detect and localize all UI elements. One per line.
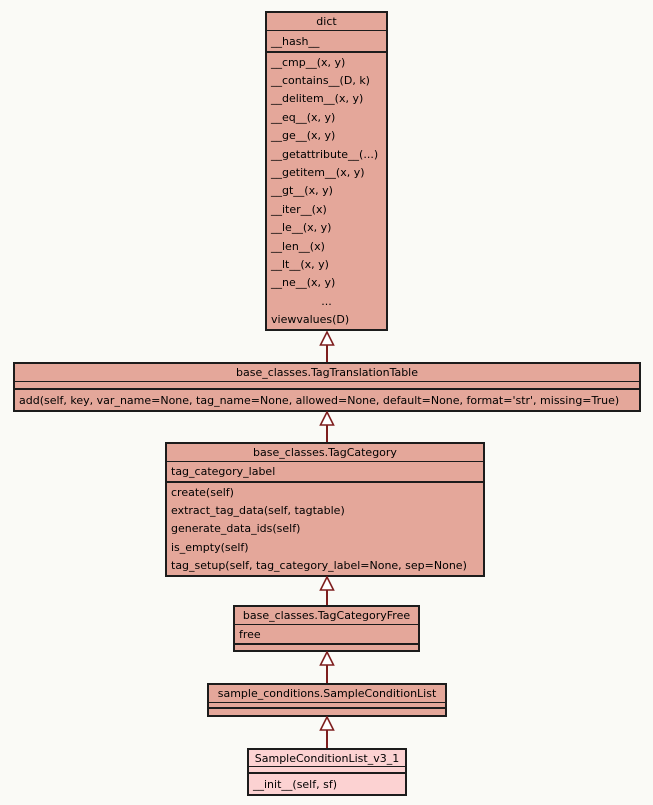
empty-methods-compartment bbox=[209, 709, 445, 715]
method-label: __ne__(x, y) bbox=[271, 276, 336, 290]
empty-methods-compartment bbox=[235, 645, 418, 650]
method-label: __getitem__(x, y) bbox=[271, 166, 365, 180]
method-label: __contains__(D, k) bbox=[271, 74, 370, 88]
method-label: __cmp__(x, y) bbox=[271, 55, 346, 69]
method-label: __eq__(x, y) bbox=[271, 110, 336, 124]
method-label: extract_tag_data(self, tagtable) bbox=[171, 504, 345, 518]
class-box-tagcategoryfree[interactable]: base_classes.TagCategoryFree free bbox=[233, 605, 420, 652]
method-label: viewvalues(D) bbox=[271, 313, 350, 327]
class-title: dict bbox=[267, 13, 386, 31]
class-title: SampleConditionList_v3_1 bbox=[249, 750, 405, 767]
class-box-tagtranslationtable[interactable]: base_classes.TagTranslationTable add(sel… bbox=[13, 362, 641, 412]
method-label: __getattribute__(...) bbox=[271, 147, 379, 161]
method-label: __delitem__(x, y) bbox=[271, 92, 364, 106]
truncation-ellipsis: ... bbox=[321, 294, 332, 308]
class-title: base_classes.TagCategoryFree bbox=[235, 607, 418, 625]
method-label: __ge__(x, y) bbox=[271, 129, 336, 143]
inheritance-arrow bbox=[319, 576, 335, 605]
method-label: __len__(x) bbox=[271, 239, 325, 253]
method-label: __le__(x, y) bbox=[271, 221, 332, 235]
class-box-sampleconditionlist-v3-1[interactable]: SampleConditionList_v3_1 __init__(self, … bbox=[247, 748, 407, 796]
attribute-label: __hash__ bbox=[271, 34, 320, 48]
method-label: generate_data_ids(self) bbox=[171, 522, 301, 536]
class-title: base_classes.TagTranslationTable bbox=[15, 364, 639, 382]
inheritance-arrow bbox=[319, 411, 335, 442]
method-label: __init__(self, sf) bbox=[253, 777, 338, 791]
method-label: add(self, key, var_name=None, tag_name=N… bbox=[19, 393, 620, 407]
class-title: base_classes.TagCategory bbox=[167, 444, 483, 462]
class-title: sample_conditions.SampleConditionList bbox=[209, 685, 445, 703]
method-label: is_empty(self) bbox=[171, 540, 249, 554]
class-box-tagcategory[interactable]: base_classes.TagCategory tag_category_la… bbox=[165, 442, 485, 577]
method-label: __lt__(x, y) bbox=[271, 257, 329, 271]
empty-attributes-compartment bbox=[249, 767, 405, 774]
inheritance-arrow bbox=[319, 651, 335, 683]
method-label: __iter__(x) bbox=[271, 202, 327, 216]
class-box-sampleconditionlist[interactable]: sample_conditions.SampleConditionList bbox=[207, 683, 447, 717]
empty-attributes-compartment bbox=[15, 382, 639, 390]
method-label: __gt__(x, y) bbox=[271, 184, 333, 198]
method-label: create(self) bbox=[171, 485, 234, 499]
empty-attributes-compartment bbox=[209, 703, 445, 709]
inheritance-arrow bbox=[319, 331, 335, 362]
attribute-label: free bbox=[239, 627, 261, 641]
method-label: tag_setup(self, tag_category_label=None,… bbox=[171, 559, 467, 573]
inheritance-arrow bbox=[319, 716, 335, 748]
class-box-dict[interactable]: dict __hash__ __cmp__(x, y) __contains__… bbox=[265, 11, 388, 331]
attribute-label: tag_category_label bbox=[171, 465, 276, 478]
